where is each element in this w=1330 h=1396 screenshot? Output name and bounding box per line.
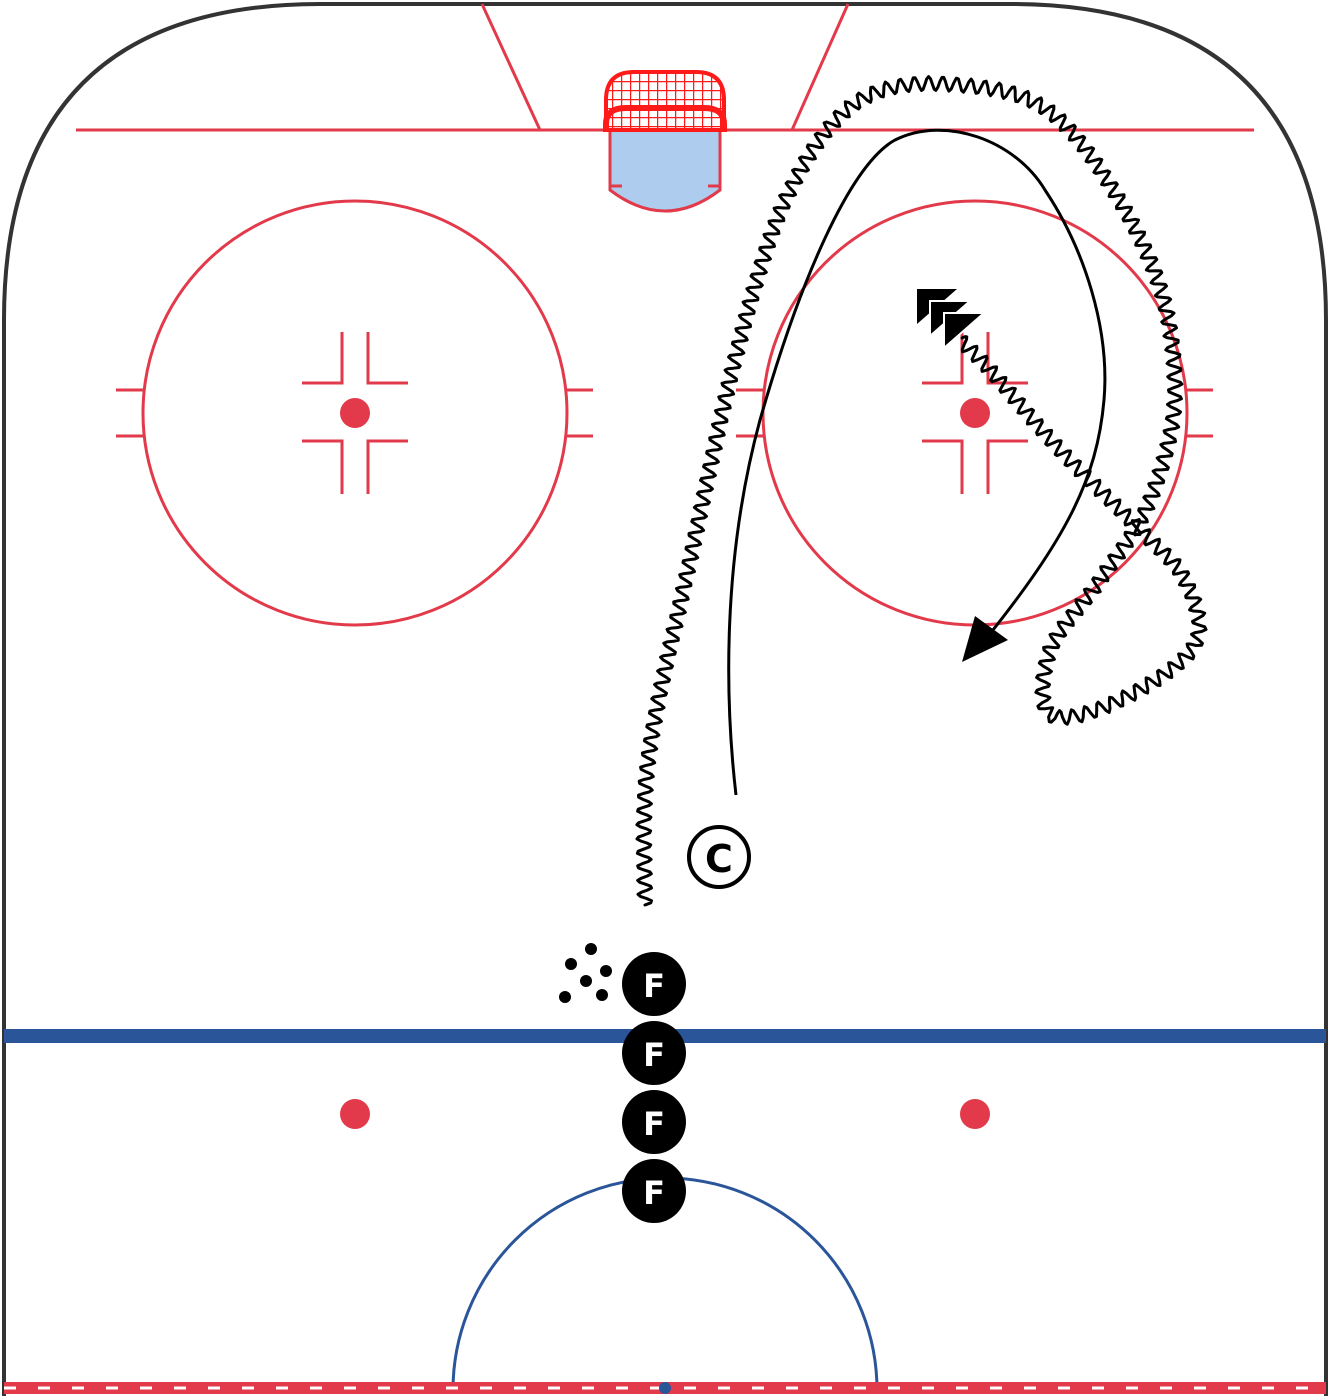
trapezoid-line-right (790, 3, 850, 131)
forward-player-4: F (622, 1159, 686, 1223)
faceoff-circle-left (116, 199, 593, 627)
goal-crease (608, 128, 722, 213)
forward-label-3: F (643, 1105, 665, 1143)
forward-label-2: F (643, 1036, 665, 1074)
trapezoid-line-left (480, 3, 542, 131)
skate-path (727, 128, 1107, 796)
faceoff-dot-right (960, 398, 990, 428)
forward-label-4: F (643, 1174, 665, 1212)
faceoff-dot-left (340, 398, 370, 428)
center-red-line (4, 1382, 1326, 1394)
coach-label: C (705, 837, 733, 881)
forward-player-1: F (622, 952, 686, 1016)
coach-icon: C (687, 825, 751, 889)
forward-label-1: F (643, 967, 665, 1005)
forward-player-2: F (622, 1021, 686, 1085)
skate-arrowhead-icon (962, 616, 1008, 662)
neutral-dot-right (960, 1099, 990, 1129)
shot-arrow-icon (917, 289, 987, 351)
goal-net-icon (603, 70, 727, 132)
puck-pile-icon (559, 943, 612, 1003)
neutral-dot-left (340, 1099, 370, 1129)
forward-player-3: F (622, 1090, 686, 1154)
faceoff-circle-right (736, 199, 1213, 627)
puck-carry-path (635, 75, 1208, 907)
